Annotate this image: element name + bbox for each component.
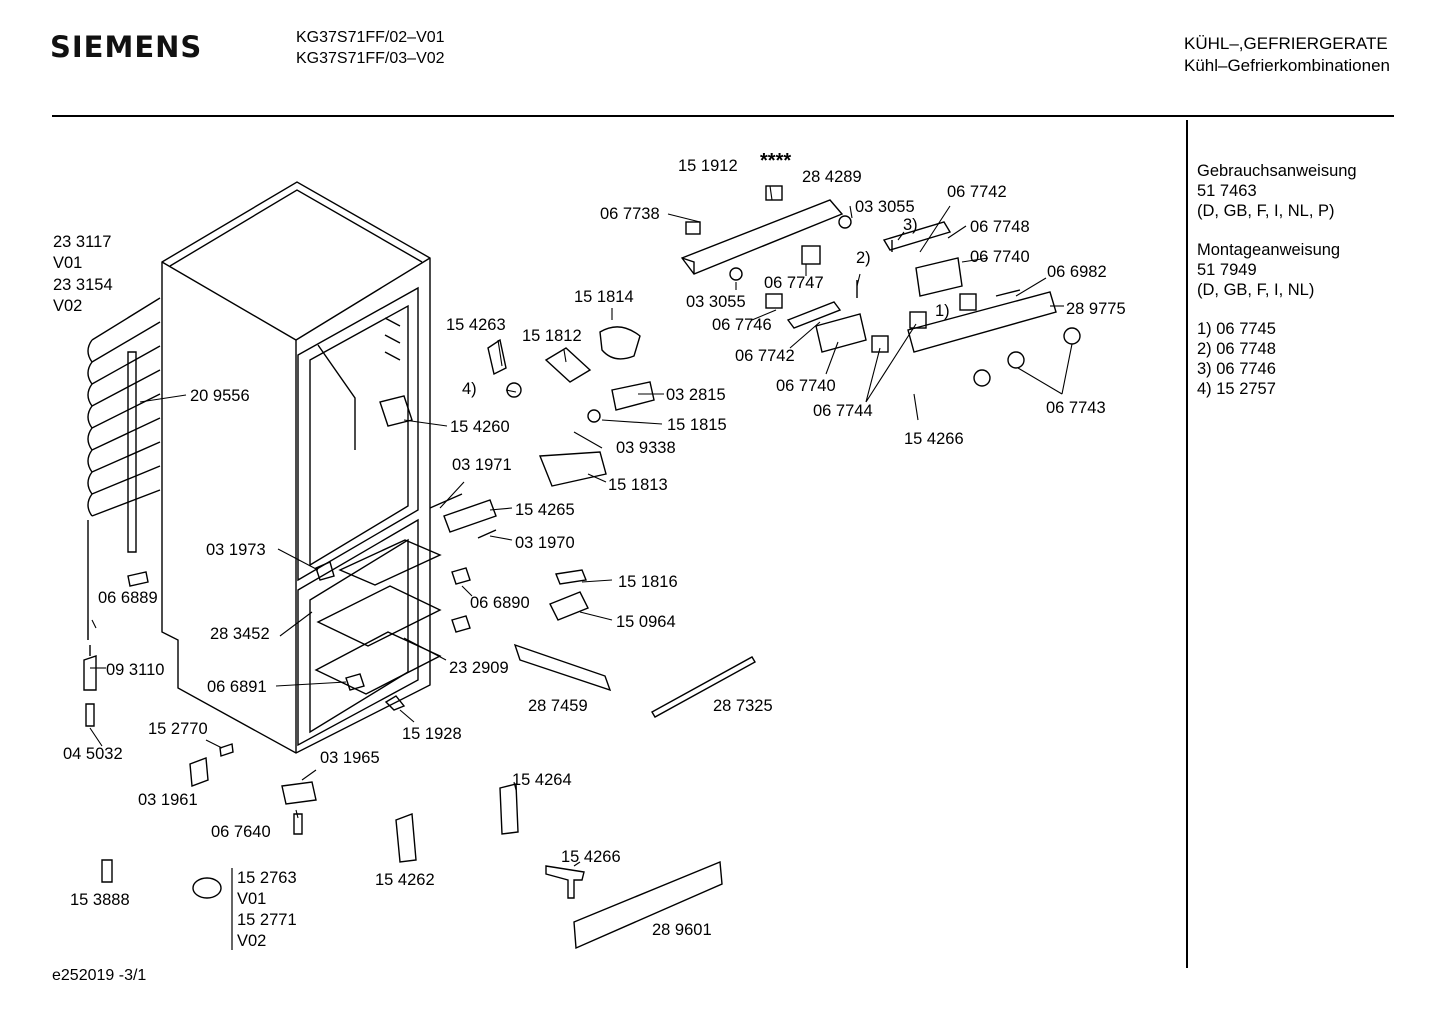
label-031971: 03 1971 <box>452 456 512 474</box>
label-151816: 15 1816 <box>618 573 678 591</box>
appliance-category: KÜHL–,GEFRIERGERATE Kühl–Gefrierkombinat… <box>1184 33 1390 77</box>
install-manual-languages: (D, GB, F, I, NL) <box>1197 281 1315 299</box>
label-154266-bottom: 15 4266 <box>561 848 621 866</box>
label-039338: 03 9338 <box>616 439 676 457</box>
label-stars: **** <box>760 150 791 172</box>
label-154260: 15 4260 <box>450 418 510 436</box>
label-067738: 06 7738 <box>600 205 660 223</box>
label-151814: 15 1814 <box>574 288 634 306</box>
label-151813: 15 1813 <box>608 476 668 494</box>
label-150964: 15 0964 <box>616 613 676 631</box>
label-066982: 06 6982 <box>1047 263 1107 281</box>
category-line-1: KÜHL–,GEFRIERGERATE <box>1183 34 1388 53</box>
install-manual-title: Montageanweisung <box>1197 241 1341 259</box>
label-153888: 15 3888 <box>70 891 130 909</box>
documentation-sidebar: Gebrauchsanweisung 51 7463 (D, GB, F, I,… <box>1197 161 1357 418</box>
label-031961: 03 1961 <box>138 791 198 809</box>
brand-logo: SIEMENS <box>50 30 203 64</box>
install-manual-block: Montageanweisung 51 7949 (D, GB, F, I, N… <box>1197 240 1357 300</box>
label-289601: 28 9601 <box>652 921 712 939</box>
footnote-4: 4) 15 2757 <box>1197 380 1276 398</box>
label-209556: 20 9556 <box>190 387 250 405</box>
label-032815: 03 2815 <box>666 386 726 404</box>
label-154263: 15 4263 <box>446 316 506 334</box>
label-233117: 23 3117 <box>53 233 111 251</box>
condenser-coil <box>87 297 161 640</box>
part-labels: 23 3117 V01 23 3154 V02 20 9556 06 6889 … <box>53 150 1126 950</box>
cabinet-body <box>161 181 431 754</box>
sidebar-divider <box>1186 120 1188 968</box>
label-154264: 15 4264 <box>512 771 572 789</box>
label-287459: 28 7459 <box>528 697 588 715</box>
install-manual-number: 51 7949 <box>1197 261 1257 279</box>
label-067743: 06 7743 <box>1046 399 1106 417</box>
label-033055-bottom: 03 3055 <box>686 293 746 311</box>
label-067740-bottom: 06 7740 <box>776 377 836 395</box>
user-manual-languages: (D, GB, F, I, NL, P) <box>1197 202 1335 220</box>
label-283452: 28 3452 <box>210 625 270 643</box>
label-066890: 06 6890 <box>470 594 530 612</box>
label-067746: 06 7746 <box>712 316 772 334</box>
label-152763: 15 2763 <box>237 869 297 887</box>
label-v01: V01 <box>53 254 82 272</box>
label-066889: 06 6889 <box>98 589 158 607</box>
model-numbers: KG37S71FF/02–V01 KG37S71FF/03–V02 <box>296 27 445 69</box>
label-v02: V02 <box>53 297 82 315</box>
header-divider <box>52 115 1394 117</box>
label-note-1: 1) <box>935 302 950 320</box>
label-045032: 04 5032 <box>63 745 123 763</box>
footnote-3: 3) 06 7746 <box>1197 360 1276 378</box>
model-line-2: KG37S71FF/03–V02 <box>296 50 445 67</box>
label-v02-b: V02 <box>237 932 266 950</box>
label-033055-top: 03 3055 <box>855 198 915 216</box>
label-066891: 06 6891 <box>207 678 267 696</box>
label-151812: 15 1812 <box>522 327 582 345</box>
label-154262: 15 4262 <box>375 871 435 889</box>
label-151912: 15 1912 <box>678 157 738 175</box>
label-031973: 03 1973 <box>206 541 266 559</box>
footnote-1: 1) 06 7745 <box>1197 320 1276 338</box>
footnotes-block: 1) 06 7745 2) 06 7748 3) 06 7746 4) 15 2… <box>1197 319 1357 399</box>
label-067640: 06 7640 <box>211 823 271 841</box>
label-067748: 06 7748 <box>970 218 1030 236</box>
label-note-3: 3) <box>903 216 918 234</box>
user-manual-block: Gebrauchsanweisung 51 7463 (D, GB, F, I,… <box>1197 161 1357 221</box>
label-154266-top: 15 4266 <box>904 430 964 448</box>
control-panel-parts <box>680 185 1081 387</box>
diagram-drawing <box>83 181 1081 950</box>
label-067740-top: 06 7740 <box>970 248 1030 266</box>
label-152770: 15 2770 <box>148 720 208 738</box>
leader-lines <box>87 185 1073 867</box>
label-v01-b: V01 <box>237 890 266 908</box>
model-line-1: KG37S71FF/02–V01 <box>296 29 445 46</box>
footnote-2: 2) 06 7748 <box>1197 340 1276 358</box>
label-093110: 09 3110 <box>106 661 164 679</box>
label-067742-top: 06 7742 <box>947 183 1007 201</box>
label-233154: 23 3154 <box>53 276 113 294</box>
middle-parts <box>127 326 756 718</box>
drawing-code: e252019 -3/1 <box>52 967 147 984</box>
label-152771: 15 2771 <box>237 911 297 929</box>
user-manual-number: 51 7463 <box>1197 182 1257 200</box>
label-287325: 28 7325 <box>713 697 773 715</box>
label-232909: 23 2909 <box>449 659 509 677</box>
label-067742-bottom: 06 7742 <box>735 347 795 365</box>
label-031965: 03 1965 <box>320 749 380 767</box>
label-154265: 15 4265 <box>515 501 575 519</box>
label-289775: 28 9775 <box>1066 300 1126 318</box>
label-067744: 06 7744 <box>813 402 873 420</box>
label-067747: 06 7747 <box>764 274 824 292</box>
label-031970: 03 1970 <box>515 534 575 552</box>
label-note-2: 2) <box>856 249 871 267</box>
user-manual-title: Gebrauchsanweisung <box>1197 162 1357 180</box>
bottom-parts <box>83 645 723 950</box>
label-note-4: 4) <box>462 380 477 398</box>
category-line-2: Kühl–Gefrierkombinationen <box>1183 56 1390 75</box>
shelves <box>314 539 442 695</box>
label-151928: 15 1928 <box>402 725 462 743</box>
label-151815: 15 1815 <box>667 416 727 434</box>
label-284289: 28 4289 <box>802 168 862 186</box>
